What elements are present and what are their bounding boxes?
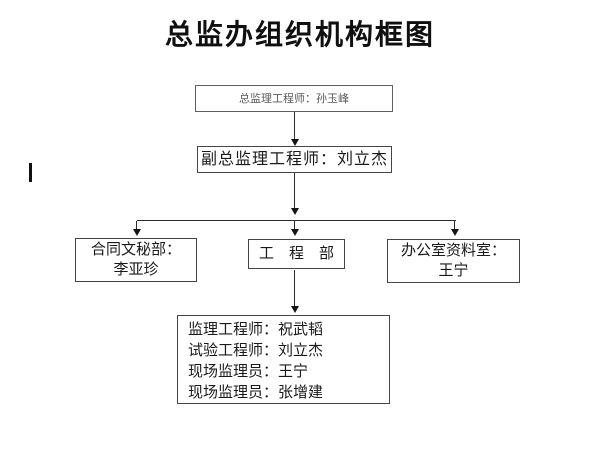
org-node-engineering-staff: 监理工程师：祝武韬 试验工程师：刘立杰 现场监理员：王宁 现场监理员：张增建 [177, 315, 390, 404]
arrow-down-icon [133, 229, 141, 236]
org-node-label: 合同文秘部： [90, 241, 181, 258]
staff-line: 监理工程师：祝武韬 [188, 321, 324, 338]
diagram-title: 总监办组织机构框图 [164, 19, 435, 50]
staff-line: 现场监理员：王宁 [188, 363, 309, 380]
org-node-deputy-chief-supervising-engineer: 副总监理工程师：刘立杰 [197, 146, 392, 173]
staff-line: 试验工程师：刘立杰 [188, 342, 324, 359]
connector-drop-right-line [454, 221, 455, 229]
org-node-label: 办公室资料室： [400, 242, 506, 259]
org-node-label: 副总监理工程师：刘立杰 [200, 150, 388, 168]
connector-chief-to-deputy-line [294, 112, 295, 139]
connector-drop-center-line [294, 221, 295, 229]
org-node-label: 总监理工程师：孙玉峰 [239, 92, 349, 105]
org-node-contract-secretary-department: 合同文秘部： 李亚珍 [75, 238, 197, 282]
connector-branch-horizontal-line [137, 220, 456, 221]
org-node-label: 工 程 部 [258, 245, 334, 262]
staff-line: 现场监理员：张增建 [188, 384, 324, 401]
org-node-person: 王宁 [438, 262, 469, 279]
arrow-down-icon [291, 139, 299, 146]
arrow-down-icon [451, 229, 459, 236]
connector-deputy-to-branch-line [294, 173, 295, 208]
org-node-office-archives-room: 办公室资料室： 王宁 [387, 239, 520, 283]
org-node-chief-supervising-engineer: 总监理工程师：孙玉峰 [195, 85, 393, 112]
arrow-down-icon [291, 306, 299, 313]
connector-engineering-to-staff-line [294, 270, 295, 306]
text-cursor-mark [29, 163, 32, 182]
org-node-person: 李亚珍 [113, 261, 159, 278]
org-node-engineering-department: 工 程 部 [248, 239, 345, 269]
arrow-down-icon [291, 208, 299, 215]
connector-drop-left-line [136, 221, 137, 229]
arrow-down-icon [291, 229, 299, 236]
